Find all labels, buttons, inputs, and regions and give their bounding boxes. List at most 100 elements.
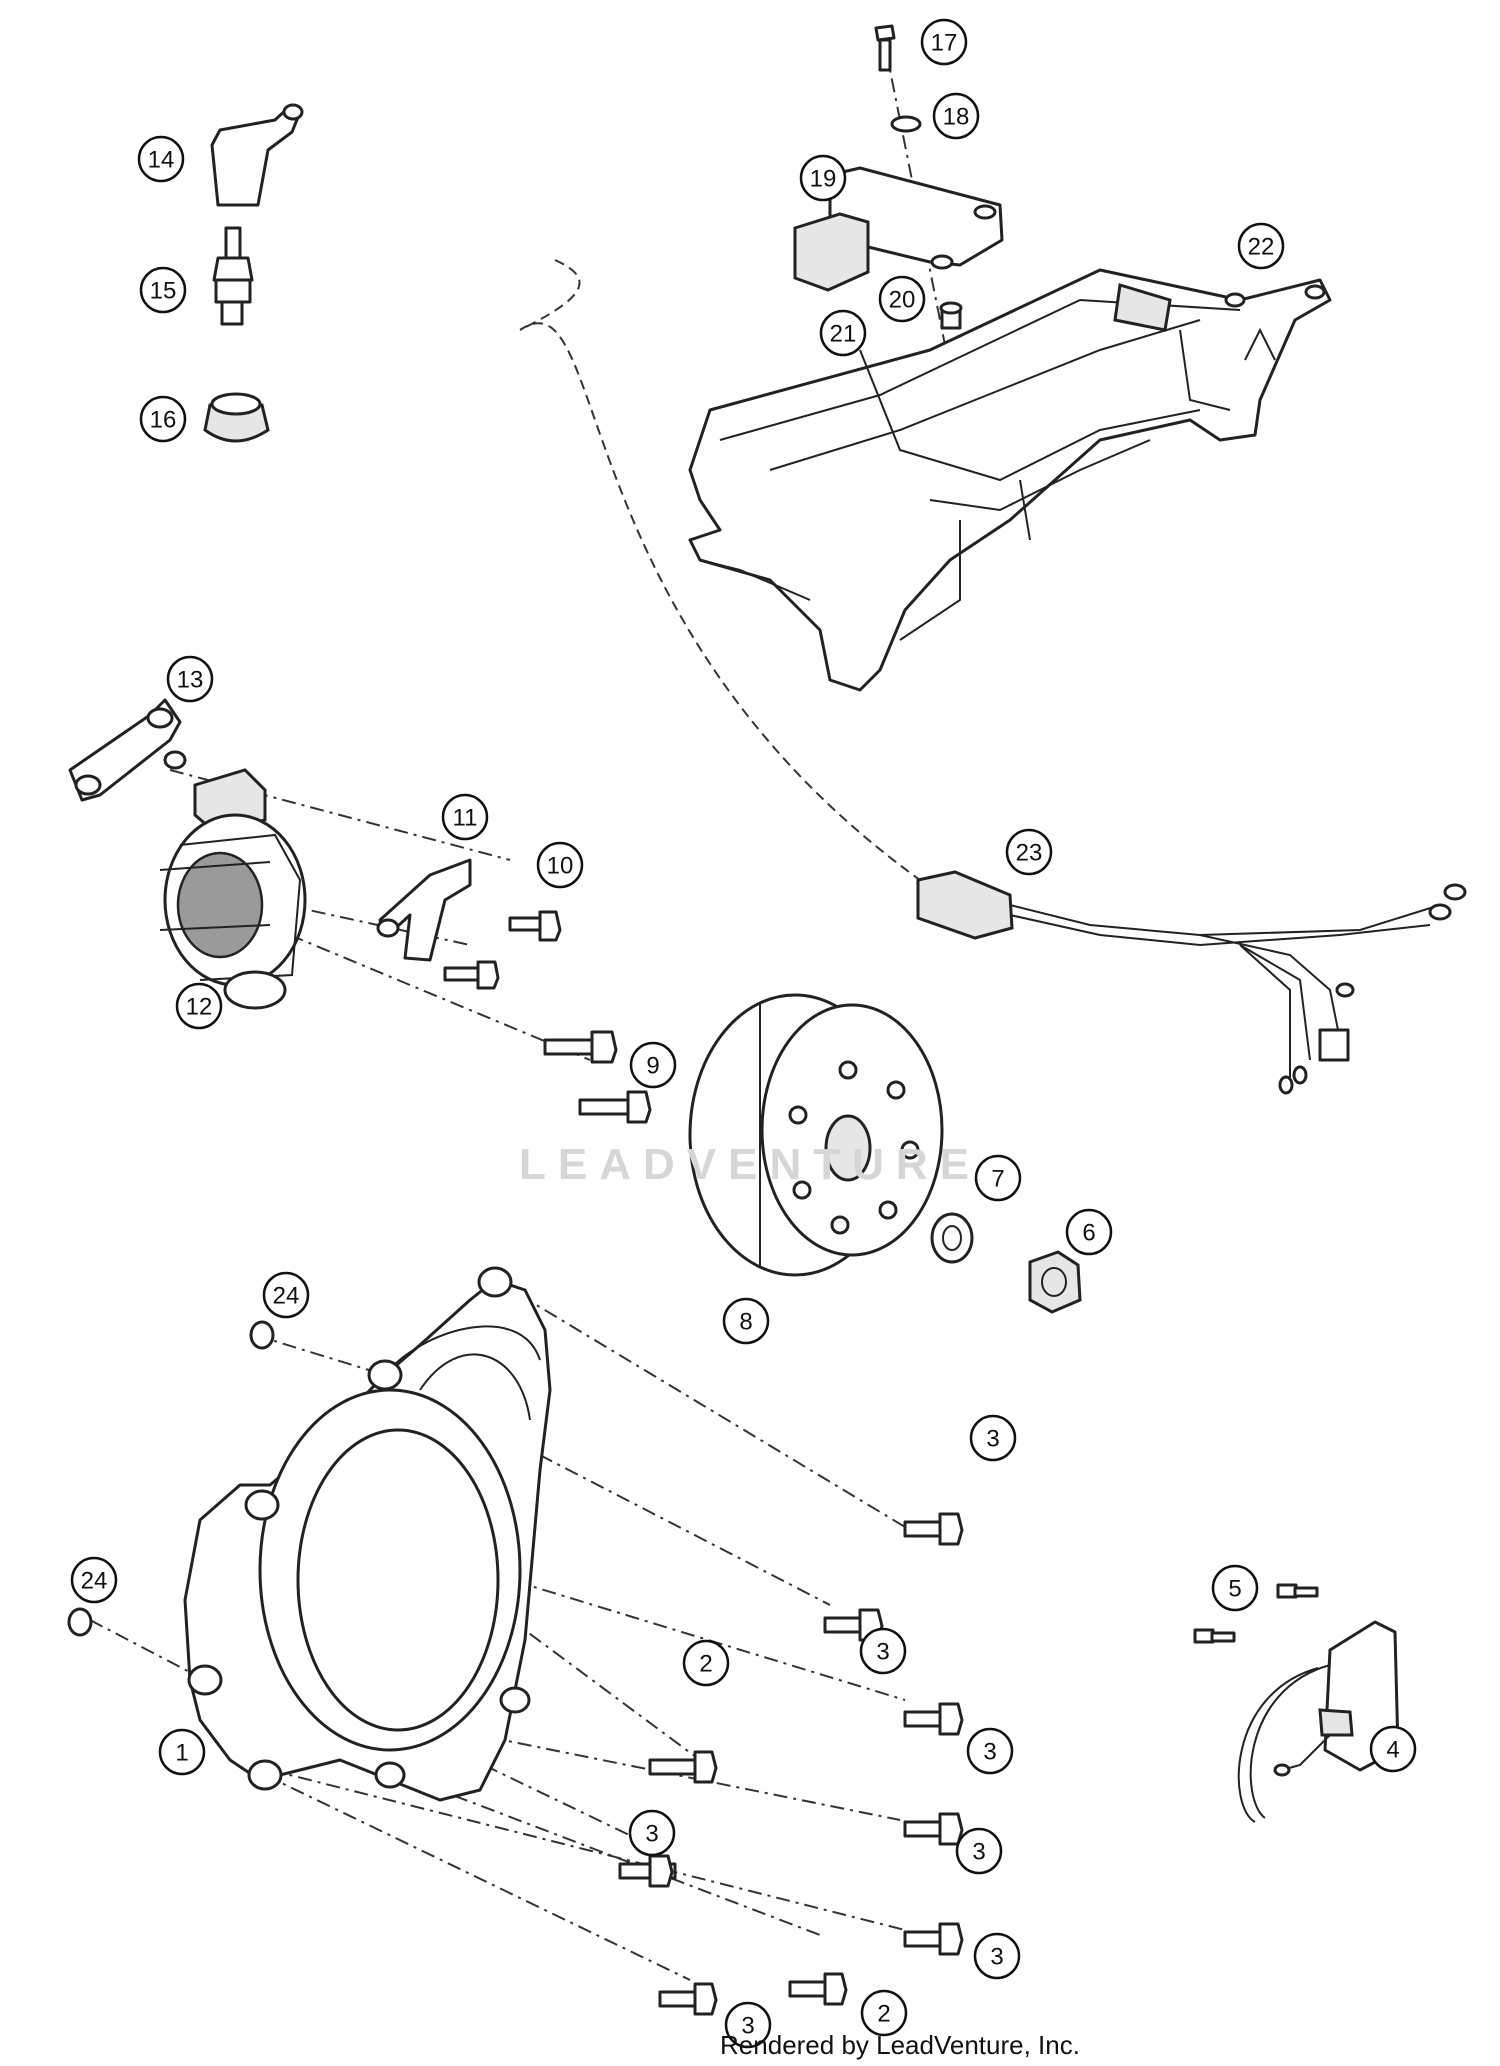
callout-14: 14 (137, 135, 185, 183)
control-unit-19 (793, 166, 1004, 292)
callout-3: 3 (973, 1932, 1021, 1980)
svg-text:21: 21 (830, 321, 857, 348)
svg-text:19: 19 (810, 166, 837, 193)
screw-stator-lower (443, 960, 500, 990)
bolt-3-6 (903, 1922, 964, 1956)
ignition-cover-1 (183, 1266, 552, 1802)
callout-24: 24 (70, 1556, 118, 1604)
callout-3: 3 (724, 2001, 772, 2049)
screw-5a (1276, 1583, 1319, 1599)
svg-text:10: 10 (547, 853, 574, 880)
svg-text:5: 5 (1228, 1576, 1241, 1603)
callout-19: 19 (799, 154, 847, 202)
spark-plug-boot (203, 392, 270, 443)
bolt-2-2 (788, 1972, 848, 2006)
callout-12: 12 (175, 982, 223, 1030)
stator-12 (159, 750, 307, 1010)
svg-text:18: 18 (943, 104, 970, 131)
callout-9: 9 (629, 1041, 677, 1089)
svg-text:17: 17 (931, 30, 958, 57)
svg-text:12: 12 (186, 994, 213, 1021)
svg-text:3: 3 (986, 1426, 999, 1453)
flywheel-8 (688, 993, 944, 1277)
svg-text:14: 14 (148, 147, 175, 174)
bolt-3-3 (903, 1702, 964, 1736)
svg-text:9: 9 (646, 1053, 659, 1080)
callout-22: 22 (1237, 222, 1285, 270)
svg-text:3: 3 (990, 1944, 1003, 1971)
svg-text:24: 24 (81, 1568, 108, 1595)
screw-10 (508, 910, 562, 942)
svg-text:8: 8 (739, 1309, 752, 1336)
screw-5b (1193, 1628, 1236, 1644)
wiring-harness-23 (916, 870, 1467, 1095)
callout-2: 2 (860, 1989, 908, 2037)
callout-18: 18 (932, 92, 980, 140)
callout-15: 15 (139, 266, 187, 314)
svg-text:20: 20 (889, 287, 916, 314)
callout-24: 24 (262, 1271, 310, 1319)
spark-plug (212, 226, 254, 326)
callout-8: 8 (722, 1297, 770, 1345)
svg-text:6: 6 (1082, 1220, 1095, 1247)
screw-9b (578, 1090, 652, 1124)
dowel-24a (249, 1320, 275, 1350)
svg-text:3: 3 (645, 1821, 658, 1848)
bolt-3-7 (658, 1982, 718, 2016)
callout-21: 21 (819, 309, 867, 357)
stator-bracket-13 (68, 698, 182, 802)
bolt-3-1 (903, 1512, 964, 1546)
bolt-3-5 (618, 1854, 677, 1888)
screw-17 (874, 24, 896, 72)
watermark-text: LEADVENTURE (518, 1140, 982, 1189)
callout-3: 3 (859, 1627, 907, 1675)
callout-7: 7 (974, 1154, 1022, 1202)
bolt-2-1 (648, 1750, 718, 1784)
svg-text:13: 13 (177, 667, 204, 694)
callout-6: 6 (1065, 1208, 1113, 1256)
nut-6 (1028, 1250, 1082, 1314)
callout-2: 2 (682, 1639, 730, 1687)
callout-13: 13 (166, 655, 214, 703)
spark-plug-cap (210, 103, 304, 207)
svg-text:2: 2 (877, 2001, 890, 2028)
callout-3: 3 (969, 1414, 1017, 1462)
svg-text:23: 23 (1016, 840, 1043, 867)
callout-16: 16 (139, 395, 187, 443)
dowel-24b (67, 1607, 93, 1637)
ignition-coil-4 (1237, 1620, 1400, 1823)
svg-text:3: 3 (876, 1639, 889, 1666)
svg-text:24: 24 (273, 1283, 300, 1310)
callout-17: 17 (920, 18, 968, 66)
callout-3: 3 (955, 1827, 1003, 1875)
svg-text:3: 3 (972, 1839, 985, 1866)
washer-18 (890, 115, 922, 133)
callout-10: 10 (536, 841, 584, 889)
svg-text:16: 16 (150, 407, 177, 434)
bracket-11 (376, 858, 472, 962)
svg-text:11: 11 (453, 805, 478, 832)
svg-text:15: 15 (150, 278, 177, 305)
svg-text:7: 7 (991, 1166, 1004, 1193)
callout-3: 3 (628, 1809, 676, 1857)
svg-text:1: 1 (175, 1740, 188, 1767)
svg-text:3: 3 (741, 2013, 754, 2040)
render-credit: Rendered by LeadVenture, Inc. (720, 2030, 1080, 2060)
bolt-3-4 (903, 1812, 964, 1846)
callout-5: 5 (1211, 1564, 1259, 1612)
callout-20: 20 (878, 275, 926, 323)
callout-11: 11 (441, 793, 489, 841)
callout-3: 3 (966, 1727, 1014, 1775)
svg-text:3: 3 (983, 1739, 996, 1766)
callout-23: 23 (1005, 828, 1053, 876)
callout-1: 1 (158, 1728, 206, 1776)
callout-4: 4 (1369, 1725, 1417, 1773)
svg-text:2: 2 (699, 1651, 712, 1678)
svg-text:22: 22 (1248, 234, 1275, 261)
washer-7 (930, 1212, 974, 1264)
electronics-tray-22 (688, 268, 1332, 692)
screw-9a (543, 1030, 618, 1064)
grommet-20 (939, 301, 963, 330)
svg-text:4: 4 (1386, 1737, 1399, 1764)
